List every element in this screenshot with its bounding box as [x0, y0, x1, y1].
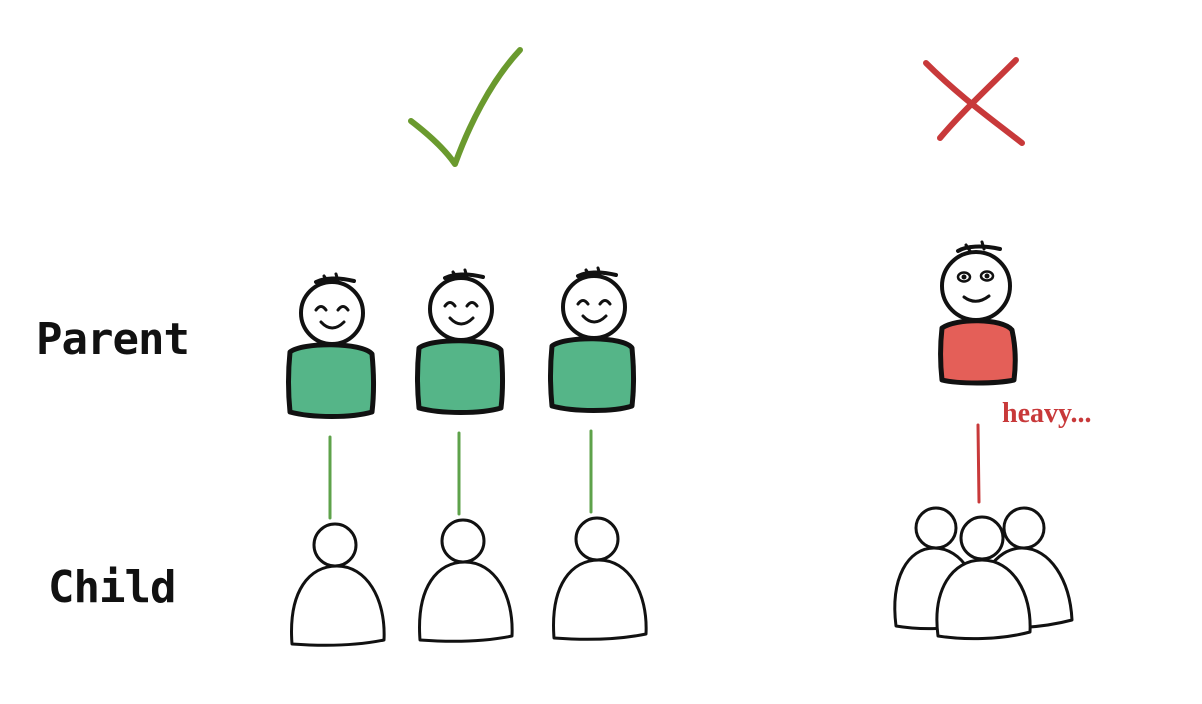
connector-line	[976, 423, 981, 504]
parent-row-label: Parent	[36, 314, 189, 365]
heavy-note: heavy...	[1002, 398, 1091, 429]
parent-figure	[286, 272, 376, 419]
parent-figure	[938, 240, 1018, 386]
parent-figure	[548, 266, 636, 413]
child-row-label: Child	[48, 562, 175, 613]
child-figure	[290, 522, 386, 647]
check-icon	[408, 47, 523, 167]
child-figure	[418, 518, 514, 643]
child-figure	[552, 516, 648, 641]
child-group	[893, 506, 1074, 641]
parent-figure	[415, 268, 505, 415]
cross-icon	[923, 57, 1025, 146]
